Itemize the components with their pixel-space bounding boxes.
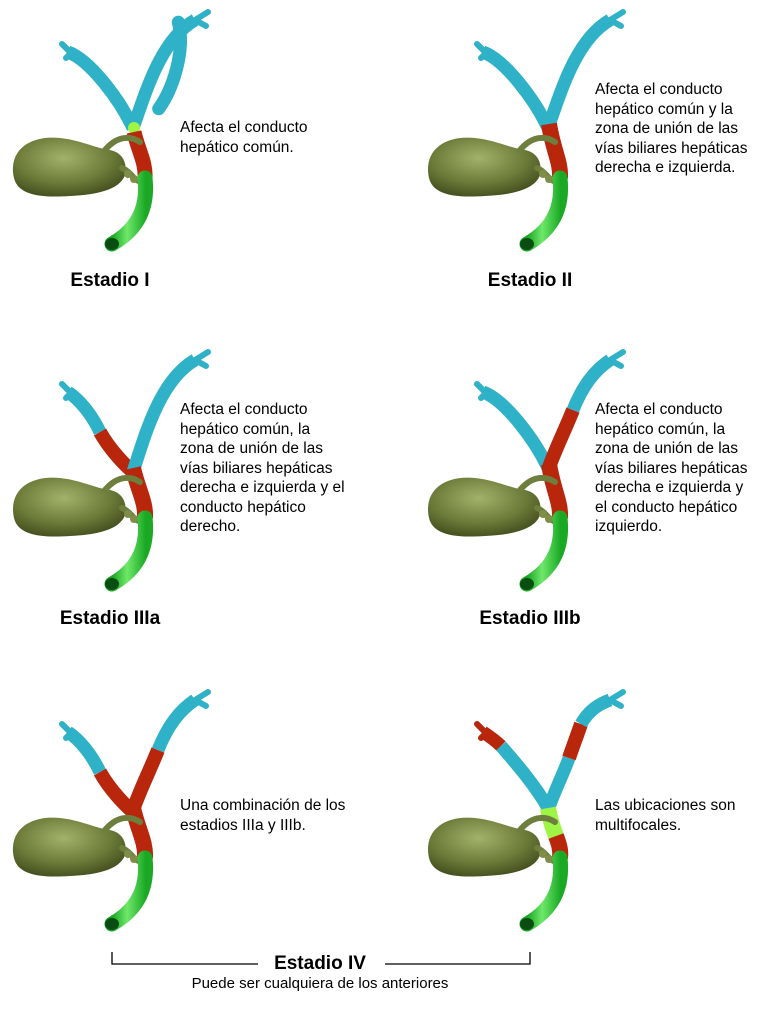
stage-iv-multifocal-panel: Las ubicaciones son multifocales. (415, 680, 771, 1010)
stage-iiib-description: Afecta el conducto hepático común, la zo… (595, 400, 748, 537)
stage-iiia-title: Estadio IIIa (0, 608, 220, 630)
stage-iiib-title: Estadio IIIb (420, 608, 640, 630)
stage-i-title: Estadio I (0, 270, 220, 292)
stage-iv-multifocal-diagram (415, 680, 771, 1010)
tumor-segment (549, 464, 560, 518)
stage-i-panel: Afecta el conducto hepático común. Estad… (0, 0, 385, 330)
common-bile-duct (112, 518, 146, 584)
common-bile-duct (112, 178, 146, 244)
stage-ii-description: Afecta el conducto hepático común y la z… (595, 80, 748, 178)
stage-iv-multifocal-description: Las ubicaciones son multifocales. (595, 796, 735, 835)
stage-iiia-panel: Afecta el conducto hepático común, la zo… (0, 340, 385, 670)
stage-iiia-description: Afecta el conducto hepático común, la zo… (180, 400, 345, 537)
stage-iv-combination-description: Una combinación de los estadios IIIa y I… (180, 796, 345, 835)
common-bile-duct (527, 178, 561, 244)
common-bile-duct (527, 518, 561, 584)
left-hepatic-tumor (569, 724, 581, 758)
stage-iiib-panel: Afecta el conducto hepático común, la zo… (415, 340, 771, 670)
stage-ii-panel: Afecta el conducto hepático común y la z… (415, 0, 771, 330)
left-hepatic-tumor (548, 410, 573, 470)
stage-iv-title: Estadio IV (220, 953, 420, 975)
tumor-segment (133, 468, 145, 518)
stage-ii-title: Estadio II (420, 270, 640, 292)
right-hepatic-duct (68, 52, 133, 128)
tumor-segment (549, 124, 560, 178)
right-hepatic-tumor (100, 432, 133, 472)
stage-iv-note: Puede ser cualquiera de los anteriores (120, 975, 520, 992)
stage-i-description: Afecta el conducto hepático común. (180, 118, 308, 157)
left-duct-branches (195, 12, 208, 26)
